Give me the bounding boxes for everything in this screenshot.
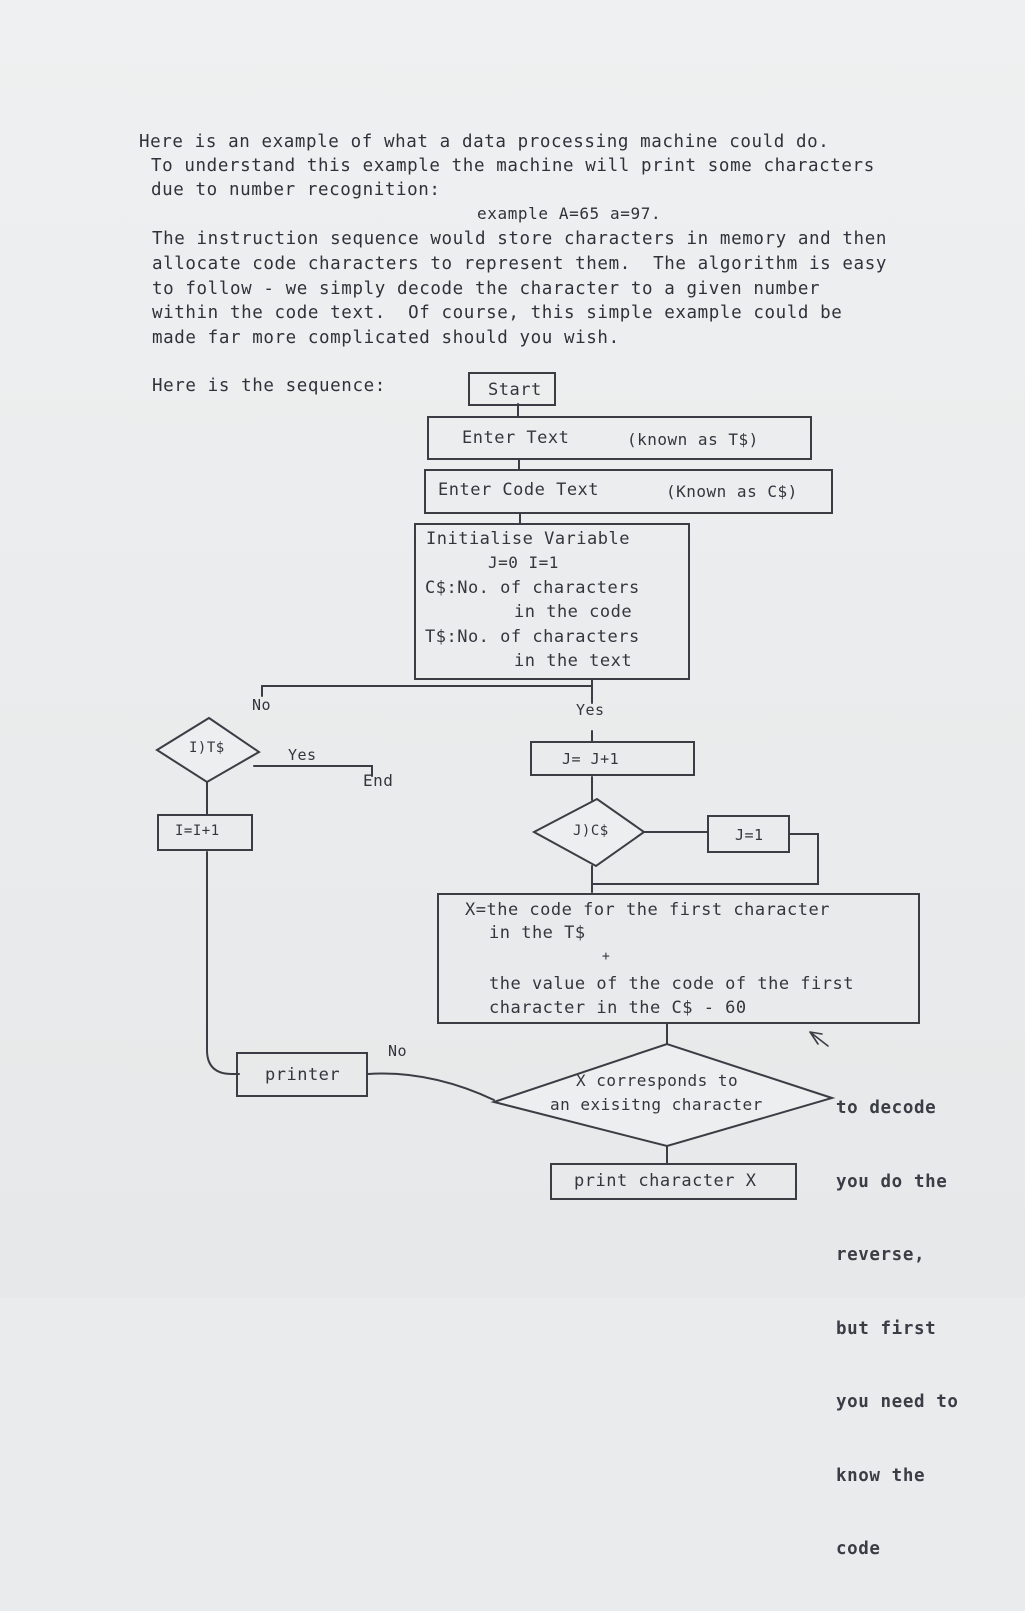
side-note-line-6: know the bbox=[836, 1465, 926, 1486]
initialise-box: Initialise Variable J=0 I=1 C$:No. of ch… bbox=[414, 523, 690, 680]
j-reset-label: J=1 bbox=[735, 826, 764, 844]
init-line-1: Initialise Variable bbox=[426, 529, 630, 549]
side-note-line-5: you need to bbox=[836, 1392, 959, 1412]
side-note: to decode you do the reverse, but first … bbox=[836, 1047, 959, 1611]
side-note-line-7: code bbox=[836, 1539, 881, 1559]
start-box: Start bbox=[468, 372, 556, 406]
intro-line-1: Here is an example of what a data proces… bbox=[139, 132, 830, 152]
enter-text-note: (known as T$) bbox=[627, 430, 759, 449]
intro-line-6: allocate code characters to represent th… bbox=[152, 254, 887, 274]
decision-x-shape bbox=[490, 1042, 836, 1148]
x-line-2: in the T$ bbox=[489, 923, 586, 943]
x-line-4: the value of the code of the first bbox=[489, 974, 854, 994]
i-increment-box: I=I+1 bbox=[157, 814, 253, 851]
init-line-2: J=0 I=1 bbox=[488, 553, 559, 572]
printer-label: printer bbox=[265, 1065, 341, 1085]
init-line-6: in the text bbox=[514, 651, 633, 671]
j-increment-box: J= J+1 bbox=[530, 741, 695, 776]
x-calculation-box: X=the code for the first character in th… bbox=[437, 893, 920, 1024]
side-note-line-2: you do the bbox=[836, 1171, 948, 1192]
printer-box: printer bbox=[236, 1052, 368, 1097]
enter-code-text-label: Enter Code Text bbox=[438, 480, 600, 500]
init-line-3: C$:No. of characters bbox=[425, 578, 640, 598]
init-line-4: in the code bbox=[514, 602, 633, 622]
intro-line-example: example A=65 a=97. bbox=[477, 204, 662, 223]
decision-i-label: I)T$ bbox=[189, 740, 225, 756]
j-reset-box: J=1 bbox=[707, 815, 790, 853]
decision-j-label: J)C$ bbox=[573, 823, 609, 839]
x-line-5: character in the C$ - 60 bbox=[489, 998, 747, 1018]
sequence-label: Here is the sequence: bbox=[152, 376, 386, 396]
flowchart-connectors bbox=[155, 403, 836, 1165]
decision-j-shape bbox=[531, 797, 646, 868]
x-line-1: X=the code for the first character bbox=[465, 900, 830, 920]
enter-text-label: Enter Text bbox=[462, 428, 570, 448]
scanned-page: Here is an example of what a data proces… bbox=[0, 0, 1025, 1559]
intro-line-5: The instruction sequence would store cha… bbox=[152, 229, 887, 249]
j-increment-label: J= J+1 bbox=[562, 750, 620, 768]
side-note-line-1: to decode bbox=[836, 1098, 937, 1118]
start-label: Start bbox=[488, 380, 542, 400]
intro-line-2: To understand this example the machine w… bbox=[151, 156, 875, 176]
enter-code-text-note: (Known as C$) bbox=[666, 482, 798, 501]
decision-x-line-1: X corresponds to bbox=[576, 1071, 739, 1090]
enter-code-text-box: Enter Code Text (Known as C$) bbox=[424, 469, 833, 514]
init-line-5: T$:No. of characters bbox=[425, 627, 640, 647]
end-label: End bbox=[363, 771, 394, 790]
decision-x-line-2: an exisitng character bbox=[550, 1095, 763, 1114]
intro-line-8: within the code text. Of course, this si… bbox=[152, 303, 843, 323]
label-no-bottom: No bbox=[388, 1042, 408, 1060]
print-character-label: print character X bbox=[574, 1171, 757, 1191]
side-note-line-4: but first bbox=[836, 1318, 937, 1339]
i-increment-label: I=I+1 bbox=[175, 823, 220, 839]
label-yes-right: Yes bbox=[576, 701, 605, 719]
side-note-line-3: reverse, bbox=[836, 1245, 926, 1265]
intro-line-9: made far more complicated should you wis… bbox=[152, 328, 620, 348]
enter-text-box: Enter Text (known as T$) bbox=[427, 416, 812, 460]
decision-i-shape bbox=[155, 716, 261, 784]
intro-line-7: to follow - we simply decode the charact… bbox=[152, 279, 821, 299]
x-line-plus: + bbox=[602, 949, 611, 964]
intro-line-3: due to number recognition: bbox=[151, 180, 441, 200]
print-character-box: print character X bbox=[550, 1163, 797, 1200]
label-no-left: No bbox=[252, 696, 272, 714]
label-yes-end: Yes bbox=[288, 746, 317, 764]
